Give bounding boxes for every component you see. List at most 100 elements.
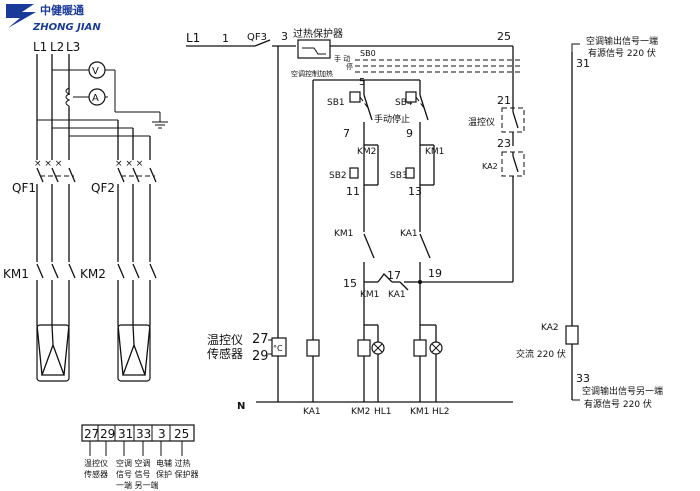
ac-top-note-line2: 有源信号 220 伏 <box>588 47 656 59</box>
node-23: 23 <box>497 137 511 150</box>
node-5: 5 <box>359 77 365 88</box>
km1-nc-label: KM1 <box>360 290 379 300</box>
logo-company-cn: 中健暖通 <box>40 3 84 17</box>
node-1: 1 <box>222 32 229 45</box>
ac-top-note-line1: 空调输出信号一端 <box>586 35 658 47</box>
manual-label: 手 动 <box>334 54 350 63</box>
lamp-hl2 <box>429 341 443 355</box>
terminal-29: 29 <box>100 427 115 441</box>
sensor-label-line2: 传感器 <box>207 346 243 361</box>
temperature-sensor <box>271 337 287 357</box>
ac-signal-circuit: 空调输出信号一端 有源信号 220 伏 31 KA2 交流 220 伏 33 空… <box>516 35 663 410</box>
control-circuit: L1 1 QF3 3 过热保护器 25 SB0 手 动 停 空调控制加热 5 S… <box>186 27 525 417</box>
heater-1 <box>36 324 70 382</box>
terminal-sub-label: 一端 另一端 <box>116 480 159 490</box>
terminal-label-protect-line1: 电辅 过热 <box>156 458 191 468</box>
terminal-block: 27 29 31 33 3 25 温控仪 传感器 空调 空调 信号 信号 电辅 … <box>81 424 199 490</box>
terminal-33: 33 <box>136 427 151 441</box>
sb3-button <box>405 167 415 179</box>
node-11: 11 <box>346 185 360 198</box>
node-9: 9 <box>406 127 413 140</box>
logo-swoosh-icon <box>6 4 36 28</box>
node-7: 7 <box>343 127 350 140</box>
phase-label-l2: L2 <box>50 40 64 54</box>
stop-label: 停 <box>346 62 353 71</box>
sb2-button <box>349 167 359 179</box>
node-19: 19 <box>428 267 442 280</box>
svg-text:× × ×: × × × <box>34 159 62 169</box>
voltmeter-label: V <box>92 66 99 77</box>
terminal-label-ac-line2: 信号 信号 <box>116 469 151 479</box>
ka2-coil-note: 交流 220 伏 <box>516 348 566 360</box>
node-25: 25 <box>497 30 511 43</box>
sb3-label: SB3 <box>390 171 408 181</box>
sb0-label: SB0 <box>360 49 376 58</box>
terminal-31: 31 <box>118 427 133 441</box>
terminal-label-sensor-line1: 温控仪 <box>84 458 108 468</box>
km1-aux-label: KM1 <box>425 147 444 157</box>
supply-label-l1: L1 <box>186 31 200 45</box>
bottom-label-km2: KM2 <box>351 407 370 417</box>
bottom-label-km1: KM1 <box>410 407 429 417</box>
ka1-nc-label: KA1 <box>388 290 406 300</box>
terminal-27: 27 <box>84 427 99 441</box>
km2-coil <box>357 339 371 357</box>
sb2-label: SB2 <box>329 171 347 181</box>
terminal-label-ac-line1: 空调 空调 <box>116 458 151 468</box>
ka1-coil <box>306 339 320 357</box>
company-logo: 中健暖通 ZHONG JIAN <box>6 3 101 33</box>
bottom-label-hl1: HL1 <box>374 407 392 417</box>
contactor-km2-main <box>117 263 157 279</box>
node-33: 33 <box>576 372 590 385</box>
svg-text:× × ×: × × × <box>115 159 143 169</box>
sb4-button <box>405 91 417 103</box>
node-15: 15 <box>343 277 357 290</box>
bottom-label-hl2: HL2 <box>432 407 450 417</box>
terminal-label-sensor-line2: 传感器 <box>84 469 108 479</box>
node-13: 13 <box>408 185 422 198</box>
node-31: 31 <box>576 57 590 70</box>
node-3: 3 <box>281 30 288 43</box>
ka1-interlock-label: KA1 <box>400 229 418 239</box>
main-power-circuit: L1 L2 L3 V A × × × <box>3 40 168 382</box>
contactor-km2-label: KM2 <box>80 267 106 281</box>
manual-stop-label: 手动停止 <box>374 113 410 125</box>
km1-coil <box>413 339 427 357</box>
ammeter-label: A <box>92 93 99 104</box>
phase-label-l3: L3 <box>66 40 80 54</box>
phase-label-l1: L1 <box>33 40 47 54</box>
overheat-protector-label: 过热保护器 <box>293 27 343 40</box>
lamp-hl1 <box>371 341 385 355</box>
node-21: 21 <box>497 94 511 107</box>
qf3-label: QF3 <box>247 32 267 43</box>
breaker-qf2-label: QF2 <box>91 181 115 195</box>
ac-bottom-note-line1: 空调输出信号另一端 <box>582 385 663 397</box>
logo-company-en: ZHONG JIAN <box>32 22 101 33</box>
terminal-25: 25 <box>174 427 189 441</box>
ka2-coil-label: KA2 <box>541 323 559 333</box>
sb1-label: SB1 <box>327 98 345 108</box>
sensor-symbol: °C <box>273 344 283 353</box>
sensor-terminal-27: 27 <box>252 332 269 347</box>
sensor-terminal-29: 29 <box>252 349 269 364</box>
node-17: 17 <box>387 269 401 282</box>
ac-bottom-note-line2: 有源信号 220 伏 <box>584 398 652 410</box>
contactor-km1-main <box>36 263 76 279</box>
heater-2 <box>117 324 151 382</box>
km1-interlock-label: KM1 <box>334 229 353 239</box>
sb1-button <box>349 91 361 103</box>
thermostat-label: 温控仪 <box>468 116 495 128</box>
breaker-qf1: × × × <box>34 159 76 183</box>
neutral-label: N <box>237 401 245 412</box>
contactor-km1-label: KM1 <box>3 267 29 281</box>
sb4-label: SB4 <box>395 98 413 108</box>
terminal-3: 3 <box>158 427 166 441</box>
bottom-label-ka1: KA1 <box>303 407 321 417</box>
breaker-qf2: × × × <box>115 159 157 183</box>
ka2-coil <box>565 325 579 345</box>
km2-aux-label: KM2 <box>357 147 376 157</box>
breaker-qf1-label: QF1 <box>12 181 36 195</box>
ka2-contact-label: KA2 <box>482 162 498 171</box>
terminal-label-protect-line2: 保护 保护器 <box>156 469 199 479</box>
